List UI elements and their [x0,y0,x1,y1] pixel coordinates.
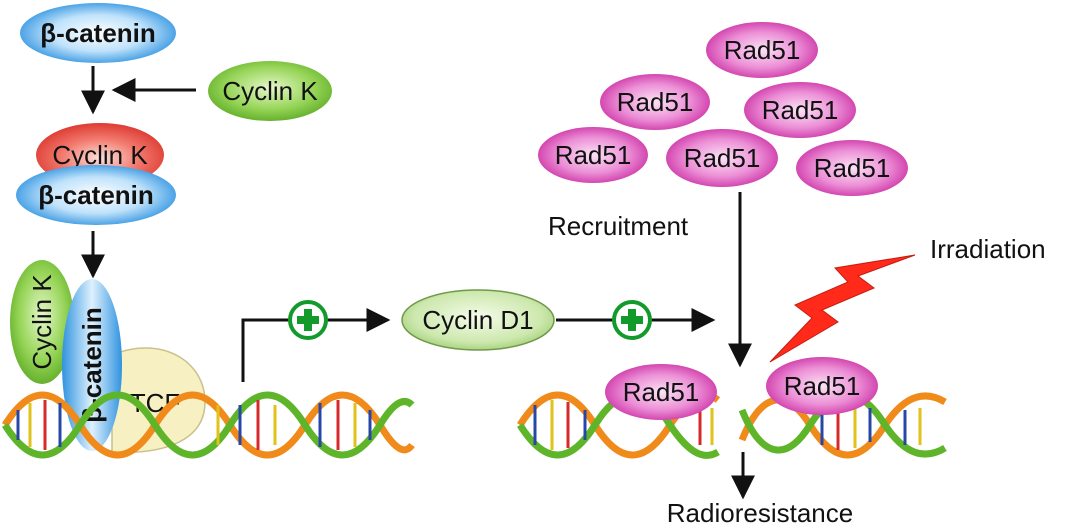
cyclin-k-complex-label: Cyclin K [52,140,148,170]
plus-icon [612,300,652,340]
cyclin-k-top: Cyclin K [208,61,332,121]
rad51-label: Rad51 [762,95,839,125]
cyclin-d1: Cyclin D1 [401,289,555,351]
rad51-free-3: Rad51 [744,82,856,138]
rad51-label: Rad51 [684,143,761,173]
plus-icon [288,300,328,340]
cyclin-k-top-label: Cyclin K [222,76,318,106]
irradiation-label: Irradiation [930,234,1046,264]
cyclin-d1-label: Cyclin D1 [422,305,533,335]
rad51-cluster: Rad51 Rad51 Rad51 Rad51 Rad51 Rad51 [538,22,908,196]
beta-catenin-vertical: β-catenin [62,279,122,451]
arrow-icon [241,308,391,382]
tcf: TCF [111,347,206,454]
rad51-free-6: Rad51 [796,140,908,196]
rad51-label: Rad51 [814,153,891,183]
rad51-label: Rad51 [724,35,801,65]
recruitment-label: Recruitment [548,211,689,241]
beta-catenin-complex: β-catenin [16,165,176,225]
rad51-bound-right: Rad51 [766,357,878,415]
rad51-label: Rad51 [784,371,861,401]
beta-catenin-complex-label: β-catenin [38,180,154,210]
cyclin-k-vertical-label: Cyclin K [27,274,57,370]
rad51-label: Rad51 [617,87,694,117]
beta-catenin-top-label: β-catenin [40,18,156,48]
lightning-icon [769,254,916,363]
radioresistance-label: Radioresistance [667,498,853,525]
rad51-free-4: Rad51 [538,127,648,183]
rad51-bound-left: Rad51 [605,364,717,420]
dna-helix-icon [2,391,415,459]
rad51-free-1: Rad51 [706,22,818,78]
rad51-label: Rad51 [623,377,700,407]
dna-helix-icon [517,391,947,459]
rad51-label: Rad51 [555,140,632,170]
beta-catenin-top: β-catenin [20,3,176,63]
rad51-free-2: Rad51 [600,74,710,130]
rad51-free-5: Rad51 [666,129,778,187]
cyclin-k-vertical: Cyclin K [10,260,74,384]
